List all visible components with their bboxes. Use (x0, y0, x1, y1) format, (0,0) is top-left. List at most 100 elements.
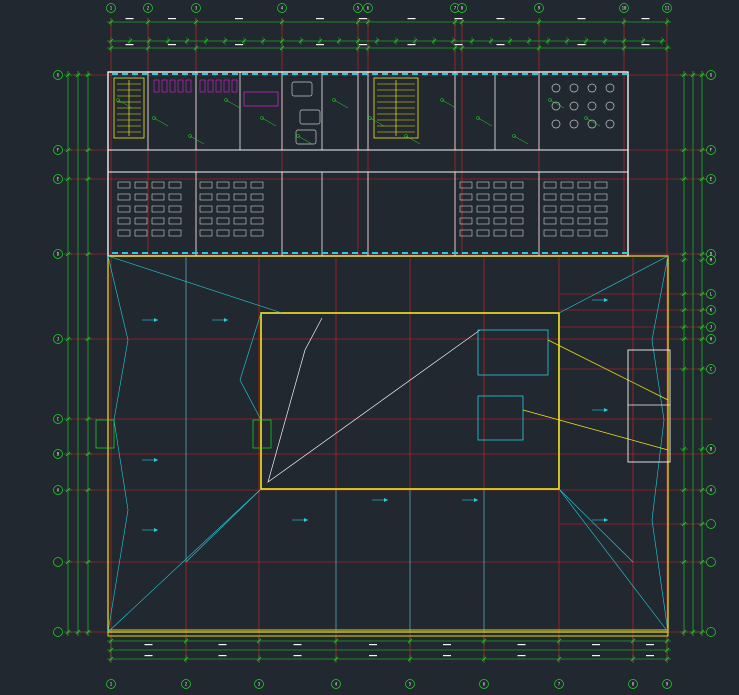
axis-bubble-right (706, 627, 716, 637)
dimension-text-mark (407, 18, 416, 20)
desk (134, 181, 148, 189)
axis-bubble-right: J (706, 322, 716, 332)
drainage-line (239, 379, 262, 421)
stair-center (373, 77, 419, 139)
window-strip (482, 73, 488, 75)
desk (199, 181, 213, 189)
axis-bubble-circle (706, 289, 716, 299)
window-strip (342, 73, 348, 75)
leader-dot (116, 98, 120, 102)
window-strip (572, 73, 578, 75)
window-strip (162, 252, 168, 254)
dimension-text-mark (496, 18, 505, 20)
axis-bubble-left: F (53, 145, 63, 155)
axis-bubble-circle (331, 679, 341, 689)
window-strip (442, 252, 448, 254)
window-strip (402, 252, 408, 254)
window-strip (412, 73, 418, 75)
axis-bubble-top: 1 (106, 3, 116, 13)
desk (459, 205, 473, 213)
leader-dot (332, 98, 336, 102)
axis-bubble-circle (53, 174, 63, 184)
desk (216, 181, 230, 189)
slope-arrowhead (304, 518, 308, 522)
window-strip (172, 252, 178, 254)
desk (459, 193, 473, 201)
axis-bubble-circle (53, 70, 63, 80)
leader-dot (260, 116, 264, 120)
drainage-zigzag (651, 255, 669, 633)
window-strip (582, 252, 588, 254)
desk (134, 229, 148, 237)
axis-bubble-circle (53, 249, 63, 259)
drainage-line (239, 312, 262, 381)
desk (134, 205, 148, 213)
leader-line (585, 117, 601, 127)
toilet-stall (169, 79, 176, 93)
axis-bubble-label: 4 (281, 6, 284, 11)
window-strip (532, 73, 538, 75)
desk (594, 205, 608, 213)
window-strip (522, 73, 528, 75)
leader-dot (224, 98, 228, 102)
equipment-block (295, 129, 317, 145)
axis-bubble-bottom: 7 (554, 679, 564, 689)
window-strip (462, 73, 468, 75)
axis-bubble-bottom: 8 (628, 679, 638, 689)
equipment-block (299, 109, 321, 125)
leader-line (549, 99, 565, 109)
axis-bubble-label: 7 (454, 6, 457, 11)
axis-bubble-label: B (710, 447, 713, 452)
washroom-fixtures (243, 91, 279, 107)
desk (233, 205, 247, 213)
window-strip (372, 252, 378, 254)
axis-bubble-top: 11 (662, 3, 672, 13)
axis-bubble-left (53, 557, 63, 567)
desk (216, 193, 230, 201)
leader-line (441, 99, 457, 109)
leader-dot (188, 134, 192, 138)
desk (216, 229, 230, 237)
window-strip (122, 252, 128, 254)
axis-bubble-label: 2 (185, 682, 188, 687)
axis-bubble-circle (143, 3, 153, 13)
axis-bubble-bottom: 1 (106, 679, 116, 689)
dimension-text-mark (577, 44, 586, 46)
axis-bubble-label: 9 (666, 682, 669, 687)
desk (117, 193, 131, 201)
drainage-line (558, 255, 669, 314)
lounge-seat (605, 119, 615, 129)
window-strip (192, 252, 198, 254)
window-strip (132, 252, 138, 254)
axis-bubble-circle (191, 3, 201, 13)
window-strip (372, 73, 378, 75)
dimension-text-mark (496, 44, 505, 46)
dimension-text-mark (359, 18, 367, 20)
axis-bubble-label: F (57, 148, 60, 153)
dimension-text-mark (235, 18, 243, 20)
drainage-line (185, 488, 262, 563)
window-strip (552, 252, 558, 254)
axis-bubble-label: 6 (367, 6, 370, 11)
window-strip (502, 252, 508, 254)
desk (510, 181, 524, 189)
window-strip (112, 252, 118, 254)
window-strip (472, 73, 478, 75)
desk (233, 229, 247, 237)
leader-line (117, 99, 133, 109)
axis-bubble-label: B (57, 452, 60, 457)
axis-bubble-label: 8 (461, 6, 464, 11)
dimension-text-mark (125, 18, 134, 20)
axis-bubble-right (706, 519, 716, 529)
axis-bubble-right: M (706, 255, 716, 265)
desk (510, 229, 524, 237)
axis-bubble-label: D (57, 252, 60, 257)
dimension-chains (64, 18, 706, 663)
desk (476, 205, 490, 213)
desk (493, 181, 507, 189)
axis-bubble-circle (457, 3, 467, 13)
axis-bubble-label: A (710, 488, 713, 493)
desk (560, 229, 574, 237)
window-strip (152, 73, 158, 75)
slope-arrowhead (474, 498, 478, 502)
